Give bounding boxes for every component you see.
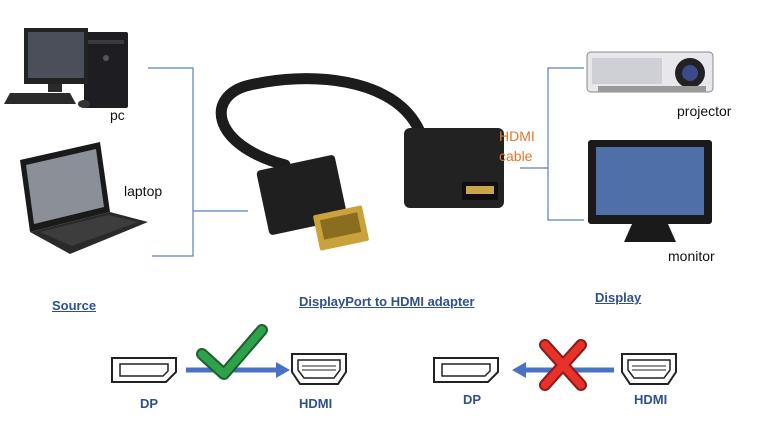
adapter-heading: DisplayPort to HDMI adapter: [299, 294, 475, 309]
laptop-icon: [20, 142, 148, 254]
projector-label: projector: [677, 103, 732, 119]
right-hdmi-port-icon: [621, 353, 677, 385]
hdmi-cable-label-line2: cable: [499, 148, 533, 164]
hdmi-cable-label-line1: HDMI: [499, 128, 535, 144]
laptop-label: laptop: [124, 183, 163, 199]
right-dp-port-icon: [433, 357, 499, 383]
pc-label: pc: [110, 107, 125, 123]
source-bracket: [148, 67, 248, 257]
cross-icon: [539, 339, 587, 391]
display-bracket: [520, 67, 584, 221]
monitor-icon: [588, 140, 712, 242]
hdmi-cable-label: HDMI cable: [499, 126, 535, 166]
left-hdmi-label: HDMI: [299, 396, 333, 411]
source-heading: Source: [52, 298, 97, 313]
display-heading: Display: [595, 290, 642, 305]
check-icon: [196, 324, 268, 380]
monitor-label: monitor: [668, 248, 715, 264]
right-hdmi-label: HDMI: [634, 392, 668, 407]
pc-icon: [4, 28, 128, 108]
projector-icon: [586, 51, 714, 93]
adapter-icon: [215, 73, 504, 251]
left-dp-label: DP: [140, 396, 159, 411]
left-hdmi-port-icon: [291, 353, 347, 385]
right-dp-label: DP: [463, 392, 482, 407]
left-dp-port-icon: [111, 357, 177, 383]
